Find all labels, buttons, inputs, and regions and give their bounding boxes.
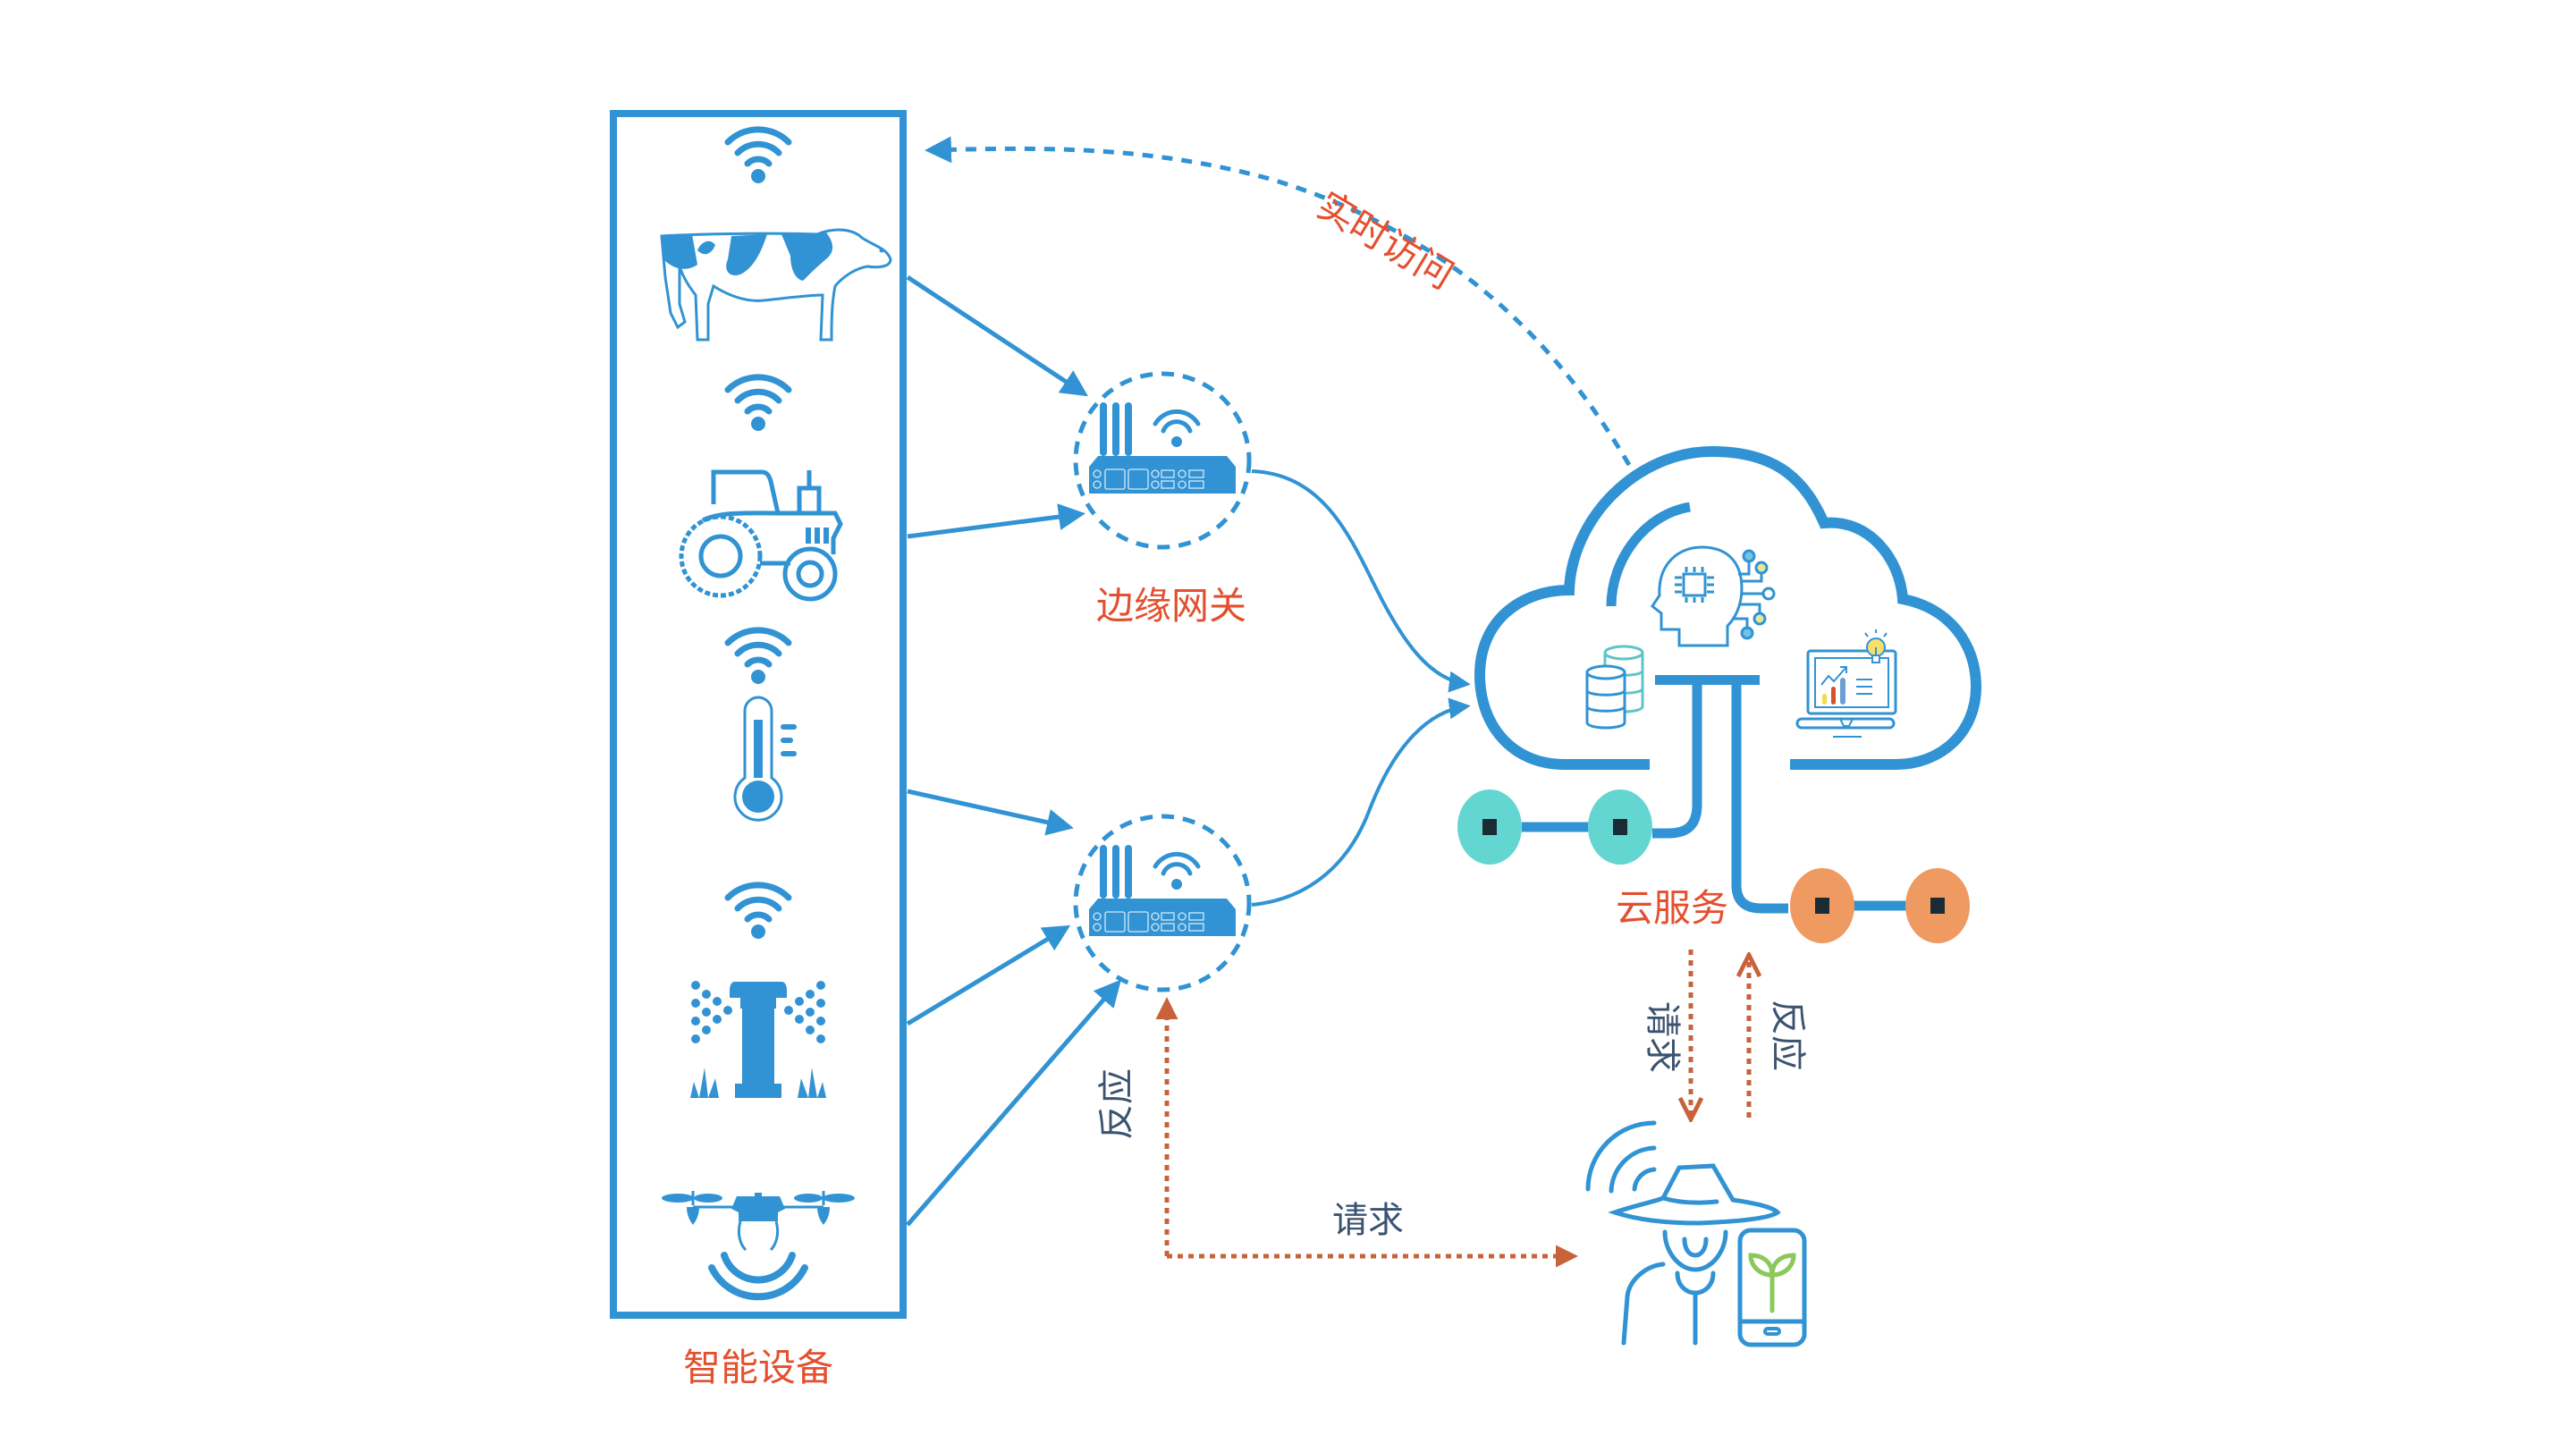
arrow-cow-to-gateway-1	[906, 274, 1089, 397]
gateway-1[interactable]	[1073, 371, 1252, 550]
gateway-farmer-flows: 反应 请求	[1096, 997, 1578, 1268]
wifi-icon	[728, 377, 789, 431]
cloud-outline	[1474, 445, 1982, 770]
gateway-boundary	[1073, 814, 1252, 992]
sprinkler-icon[interactable]	[690, 981, 826, 1098]
device-to-gateway-arrows	[906, 274, 1121, 1227]
arrow-gateway-1-to-cloud	[1251, 469, 1471, 693]
farmer-icon[interactable]	[1585, 1120, 1807, 1347]
service-node-teal[interactable]	[1457, 789, 1522, 865]
devices-label: 智能设备	[683, 1346, 833, 1389]
gateway-2[interactable]	[1073, 814, 1252, 992]
wifi-icon	[728, 630, 789, 684]
drone-icon[interactable]	[662, 1191, 855, 1301]
arrow-gateway-2-to-cloud	[1251, 697, 1471, 907]
cloud-request-label: 请求	[1642, 1001, 1683, 1073]
database-icon	[1585, 645, 1644, 730]
gateway-to-cloud-arrows	[1251, 469, 1471, 907]
cloud-service[interactable]: 云服务	[1457, 445, 1982, 943]
wifi-icon	[728, 885, 789, 939]
tractor-icon[interactable]	[679, 469, 843, 602]
smartphone-sprout-icon	[1737, 1228, 1807, 1347]
gateway-request-label: 请求	[1332, 1200, 1404, 1241]
realtime-access-arrow	[925, 136, 1632, 467]
service-node-teal[interactable]	[1588, 789, 1652, 865]
gateways-label: 边缘网关	[1096, 584, 1246, 628]
realtime-access-label: 实时访问	[1310, 183, 1461, 299]
cloud-farmer-flows: 请求 反应	[1642, 950, 1808, 1119]
devices-frame	[610, 110, 907, 1319]
devices-panel: 智能设备	[610, 110, 907, 1389]
thermometer-icon[interactable]	[733, 696, 797, 822]
cloud-inner-arc	[1606, 502, 1692, 607]
ai-head-icon	[1650, 545, 1776, 647]
cloud-response-label: 反应	[1767, 1000, 1808, 1071]
router-icon	[1089, 845, 1236, 936]
cow-icon[interactable]	[660, 228, 892, 342]
arrow-sprinkler-to-gateway-2	[906, 924, 1071, 1026]
service-node-orange[interactable]	[1905, 868, 1970, 943]
arrow-thermometer-to-gateway-2	[907, 789, 1074, 836]
arrow-drone-to-gateway-2	[906, 979, 1121, 1227]
service-node-orange[interactable]	[1790, 868, 1854, 943]
cloud-label: 云服务	[1616, 886, 1728, 930]
cloud-link-teal	[1652, 685, 1702, 839]
router-icon	[1089, 402, 1236, 494]
gateway-response-label: 反应	[1096, 1068, 1137, 1140]
arrow-tractor-to-gateway-1	[907, 503, 1085, 539]
cloud-link-orange	[1731, 685, 1788, 914]
gateway-boundary	[1073, 371, 1252, 550]
cloud-connector-bar	[1655, 675, 1760, 685]
wifi-icon	[728, 130, 789, 183]
analytics-laptop-icon	[1795, 629, 1897, 738]
